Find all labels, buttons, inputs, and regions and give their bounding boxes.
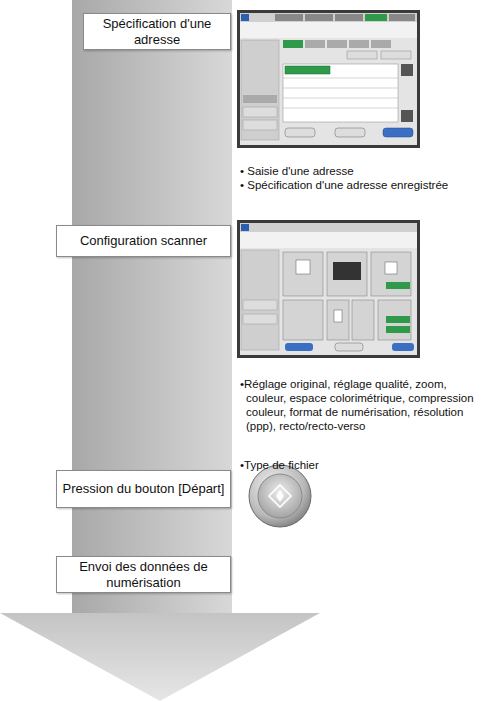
bullet-note: • Saisie d'une adresse — [240, 164, 496, 178]
bullet-note: •Réglage original, réglage qualité, zoom… — [240, 377, 486, 433]
process-box: Envoi des données de numérisation — [56, 556, 231, 593]
bullet-note: •Type de fichier — [240, 458, 446, 472]
box-text: Spécification d'une adresse — [84, 16, 230, 48]
bullet-note: • Spécification d'une adresse enregistré… — [240, 178, 499, 192]
box-text: Envoi des données de numérisation — [57, 559, 230, 591]
flow-band — [72, 0, 232, 614]
box-text: Configuration scanner — [80, 233, 207, 249]
process-box: Configuration scanner — [56, 225, 231, 257]
process-box: Spécification d'une adresse — [83, 13, 231, 50]
process-box: Pression du bouton [Départ] — [56, 470, 231, 508]
screen-address — [237, 10, 420, 148]
flow-arrowhead — [0, 613, 320, 701]
start-button — [249, 465, 311, 527]
box-text: Pression du bouton [Départ] — [63, 481, 225, 497]
screen-scanner — [237, 220, 420, 358]
